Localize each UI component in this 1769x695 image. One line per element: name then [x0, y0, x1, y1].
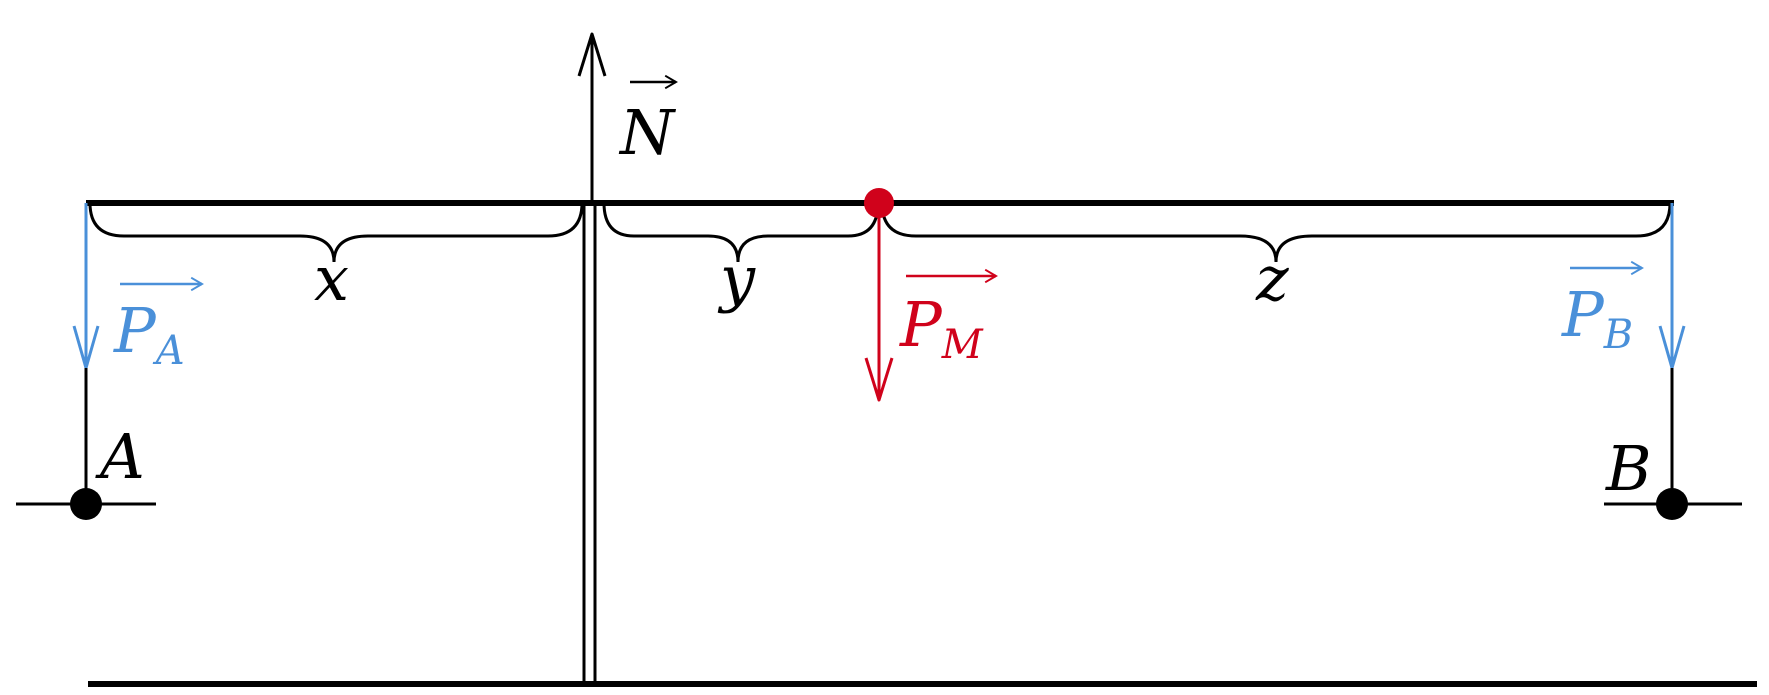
- force-b-letter: P: [1561, 278, 1605, 351]
- normal-force-label: N: [618, 96, 677, 169]
- point-a-dot: [70, 488, 102, 520]
- force-b-subscript: B: [1603, 312, 1633, 358]
- force-a-label: PA: [113, 294, 185, 374]
- force-m-letter: P: [899, 288, 943, 361]
- distance-y-label: y: [717, 242, 756, 315]
- distance-x-label: x: [314, 242, 349, 315]
- force-m-label: PM: [899, 288, 984, 368]
- force-m-arrowhead: [864, 357, 894, 402]
- point-a-label: A: [95, 420, 145, 493]
- force-b-label: PB: [1561, 278, 1633, 358]
- brace-y: [602, 202, 880, 263]
- point-m-dot: [864, 188, 894, 218]
- distance-z-label: z: [1255, 242, 1289, 315]
- force-m-subscript: M: [941, 322, 984, 368]
- brace-x: [88, 202, 584, 263]
- point-b-label: B: [1605, 432, 1652, 505]
- brace-z: [880, 202, 1672, 263]
- force-a-subscript: A: [152, 328, 185, 374]
- point-b-dot: [1656, 488, 1688, 520]
- normal-force-arrowhead: [577, 32, 607, 77]
- force-a-letter: P: [113, 294, 157, 367]
